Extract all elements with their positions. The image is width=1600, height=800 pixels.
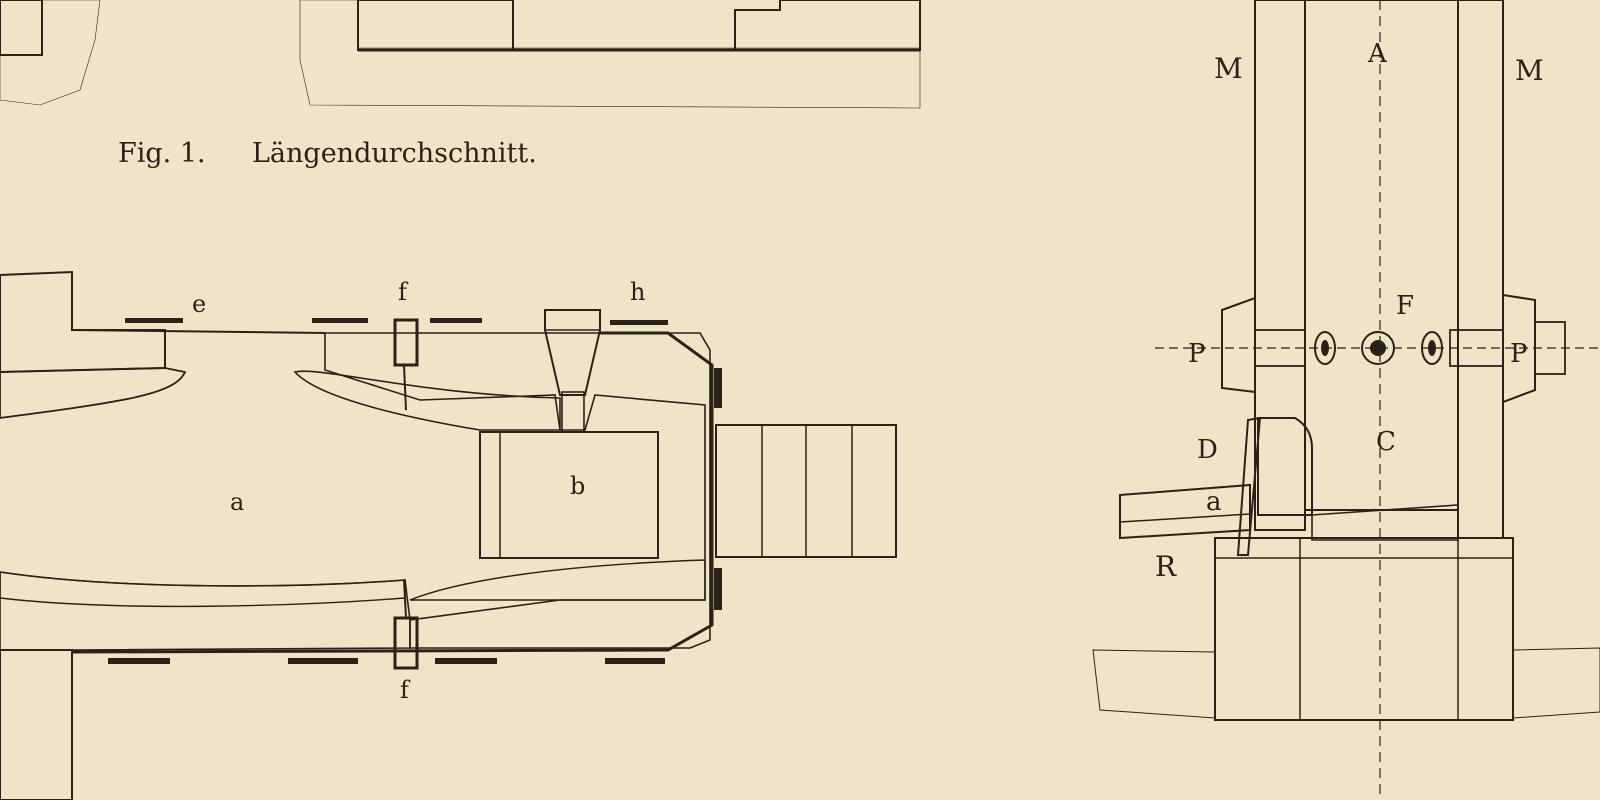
label-f-top: f — [398, 278, 409, 306]
label-P-right: P — [1510, 339, 1528, 369]
label-b: b — [570, 472, 585, 500]
right-figure-labels: A M M F P P D C a R — [1155, 39, 1544, 583]
label-M-right: M — [1515, 54, 1544, 87]
label-R: R — [1155, 550, 1177, 583]
top-fragment — [0, 0, 921, 109]
label-a-left: a — [230, 488, 244, 516]
label-A: A — [1367, 39, 1388, 69]
label-P-left: P — [1188, 339, 1206, 369]
caption-fig-title: Längendurchschnitt. — [252, 138, 537, 169]
label-a-right: a — [1206, 487, 1222, 517]
caption-fig-number: Fig. 1. — [118, 138, 206, 169]
label-D: D — [1197, 435, 1218, 465]
label-h: h — [630, 278, 645, 306]
longitudinal-section — [0, 270, 897, 800]
left-figure-labels: e f h a b f — [192, 278, 645, 704]
shaft-section — [1092, 0, 1600, 800]
label-F: F — [1396, 291, 1414, 321]
label-C: C — [1376, 427, 1396, 457]
label-e: e — [192, 290, 206, 318]
label-f-bottom: f — [400, 676, 411, 704]
label-M-left: M — [1214, 52, 1243, 85]
figure-caption: Fig. 1. Längendurchschnitt. — [118, 138, 537, 169]
